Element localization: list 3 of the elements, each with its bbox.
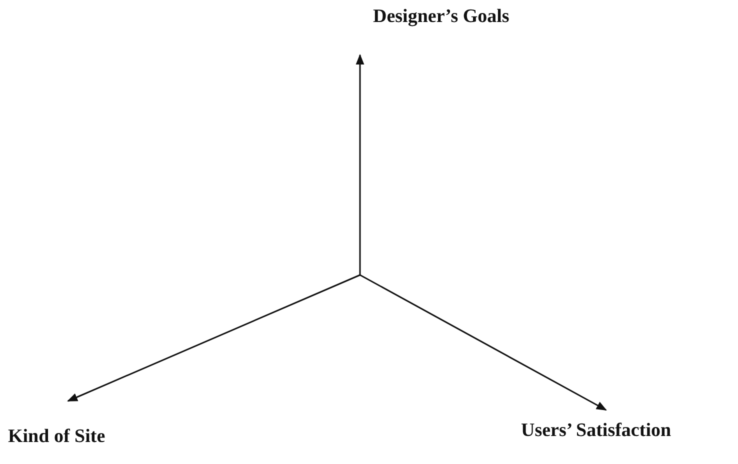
axis-label: Users’ Satisfaction xyxy=(521,420,672,442)
axis-label: Kind of Site xyxy=(8,426,106,448)
axis-label: Designer’s Goals xyxy=(373,6,510,28)
